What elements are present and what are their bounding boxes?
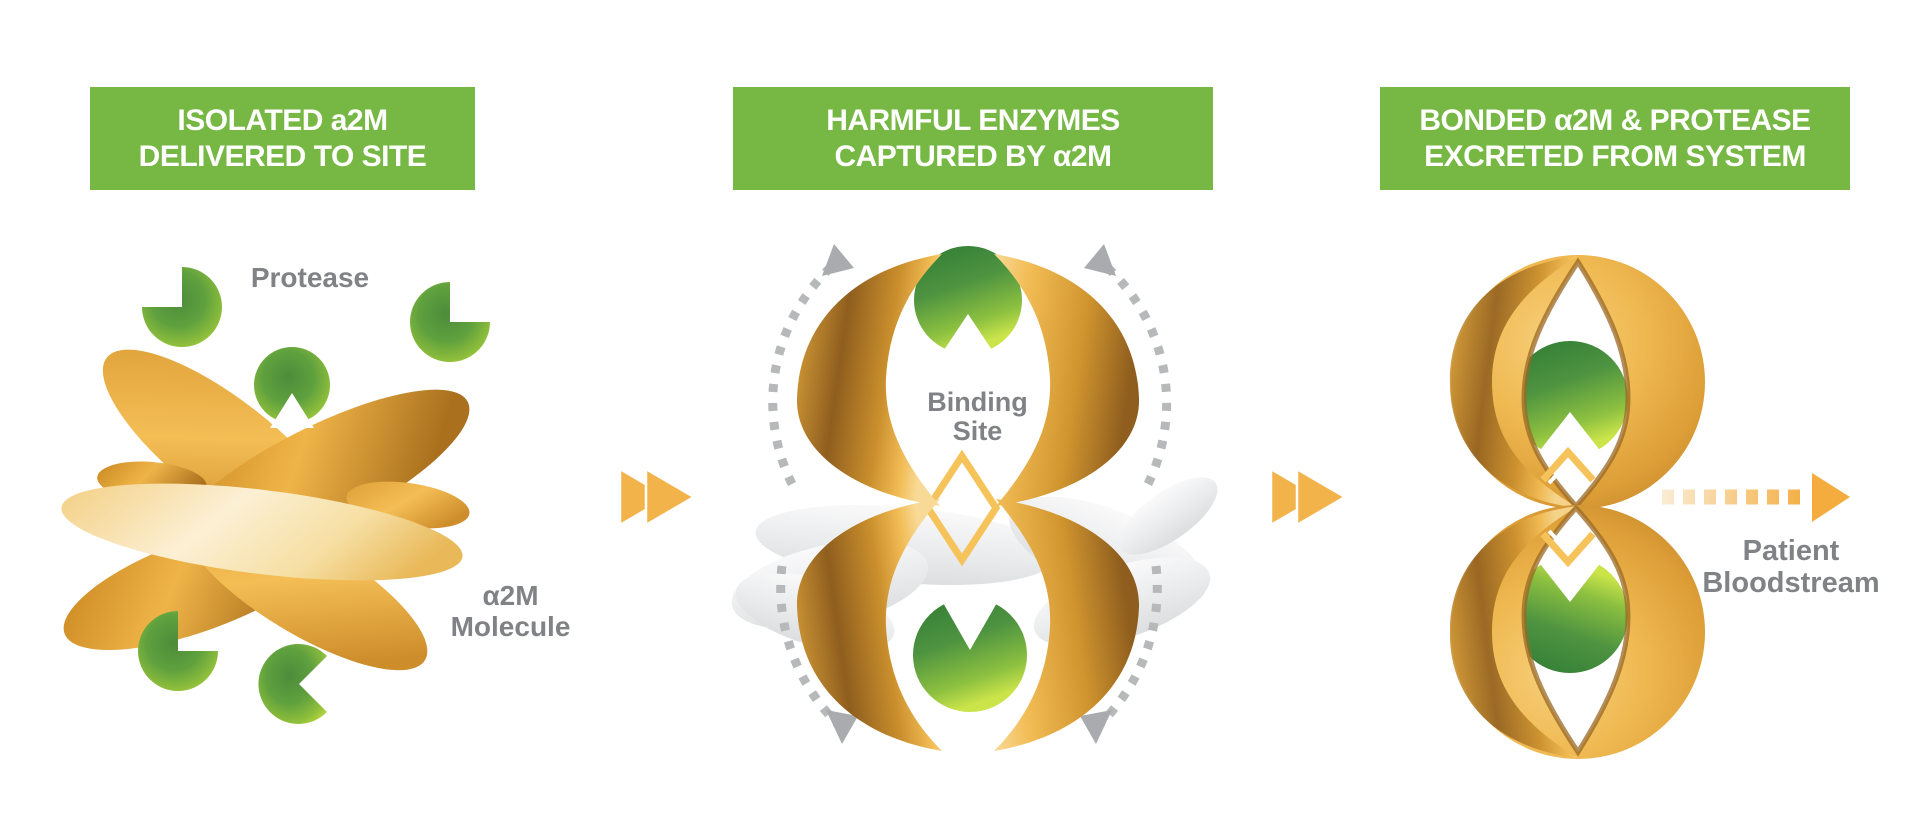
protease-pacman-icon bbox=[254, 347, 330, 428]
protease-pacman-icon bbox=[138, 611, 218, 691]
a2m-molecule-label: α2M Molecule bbox=[418, 580, 603, 642]
double-chevron-right-icon bbox=[618, 466, 697, 528]
bonded-complex-graphic bbox=[1450, 255, 1705, 759]
step3-banner-line1: BONDED α2M & PROTEASE bbox=[1419, 103, 1811, 137]
gold-diamond-outline-icon bbox=[923, 449, 1001, 567]
captured-protease-top bbox=[914, 246, 1022, 362]
a2m-crescents-top bbox=[796, 254, 1140, 506]
rotation-arrowheads bbox=[822, 244, 1116, 744]
step1-banner: ISOLATED a2M DELIVERED TO SITE bbox=[90, 87, 475, 190]
protease-pacman-icon bbox=[142, 267, 222, 347]
step3-banner-line2: EXCRETED FROM SYSTEM bbox=[1424, 139, 1806, 173]
patient-bloodstream-label-line1: Patient bbox=[1742, 535, 1840, 567]
step2-banner-line2: CAPTURED BY α2M bbox=[834, 139, 1112, 173]
capture-graphic bbox=[731, 244, 1218, 751]
protease-label: Protease bbox=[250, 262, 370, 293]
a2m-molecule-label-line2: Molecule bbox=[450, 611, 571, 642]
protease-pacman-icons bbox=[138, 267, 490, 724]
a2m-molecule-label-line1: α2M bbox=[482, 580, 539, 611]
captured-protease-bottom bbox=[913, 594, 1027, 712]
step3-banner: BONDED α2M & PROTEASE EXCRETED FROM SYST… bbox=[1380, 87, 1850, 190]
a2m-molecule-graphic bbox=[61, 349, 470, 671]
patient-bloodstream-label: Patient Bloodstream bbox=[1686, 535, 1896, 599]
protease-pacman-icon bbox=[410, 282, 490, 362]
binding-site-label-line1: Binding bbox=[927, 387, 1028, 417]
step2-banner-line1: HARMFUL ENZYMES bbox=[826, 103, 1120, 137]
binding-site-label-line2: Site bbox=[952, 416, 1003, 446]
step2-banner: HARMFUL ENZYMES CAPTURED BY α2M bbox=[733, 87, 1213, 190]
double-chevron-right-icon bbox=[1269, 466, 1348, 528]
binding-site-label: Binding Site bbox=[900, 388, 1055, 446]
protease-pacman-icon bbox=[258, 644, 327, 724]
patient-bloodstream-label-line2: Bloodstream bbox=[1702, 567, 1880, 599]
step1-banner-line1: ISOLATED a2M bbox=[177, 103, 388, 137]
bonded-sphere bbox=[1450, 505, 1705, 759]
step1-banner-line2: DELIVERED TO SITE bbox=[138, 139, 427, 173]
dashed-rotation-arrow-icon bbox=[768, 264, 1172, 730]
dashed-arrow-right-icon bbox=[1662, 473, 1850, 522]
bonded-sphere bbox=[1449, 255, 1705, 509]
